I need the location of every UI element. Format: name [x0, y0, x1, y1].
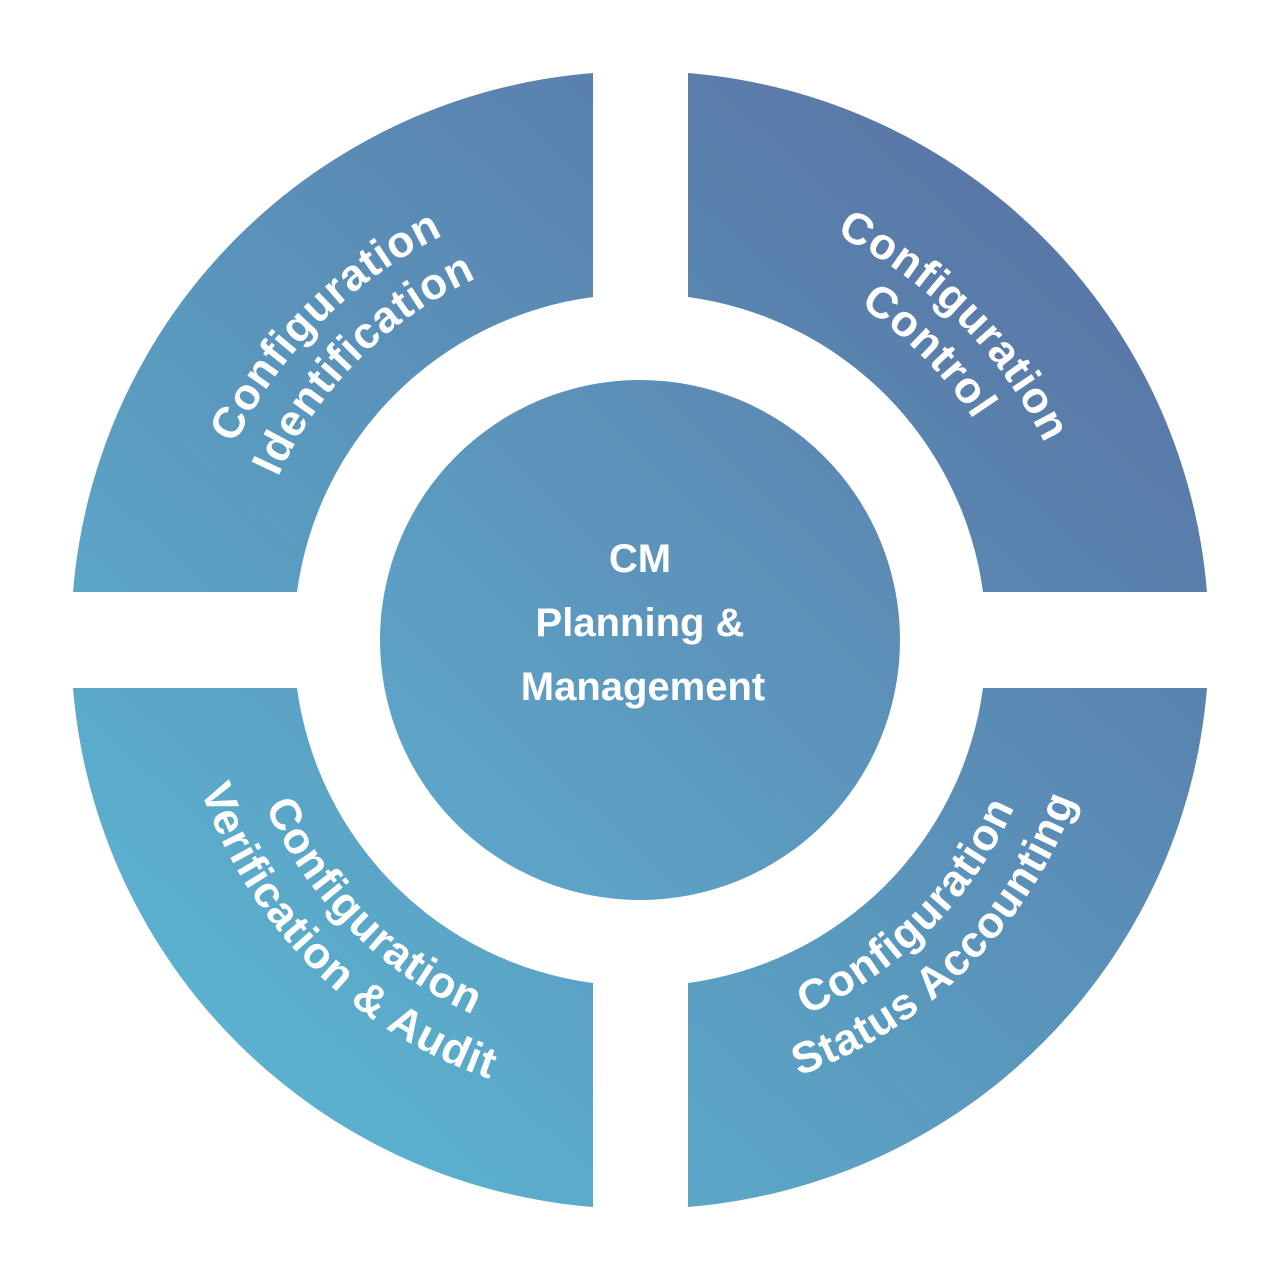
center-line-2: Planning &: [536, 601, 745, 645]
ring-segment-identification: [73, 73, 593, 592]
center-line-1: CM: [609, 537, 671, 581]
ring-segment-control: [688, 73, 1207, 592]
ring-segment-verification-audit: [73, 688, 593, 1207]
outer-ring: [73, 73, 1207, 1207]
center-line-3: Management: [521, 665, 766, 709]
center-circle: [380, 380, 900, 900]
ring-segment-status-accounting: [688, 688, 1207, 1207]
center-label: CM Planning & Management: [521, 537, 766, 709]
